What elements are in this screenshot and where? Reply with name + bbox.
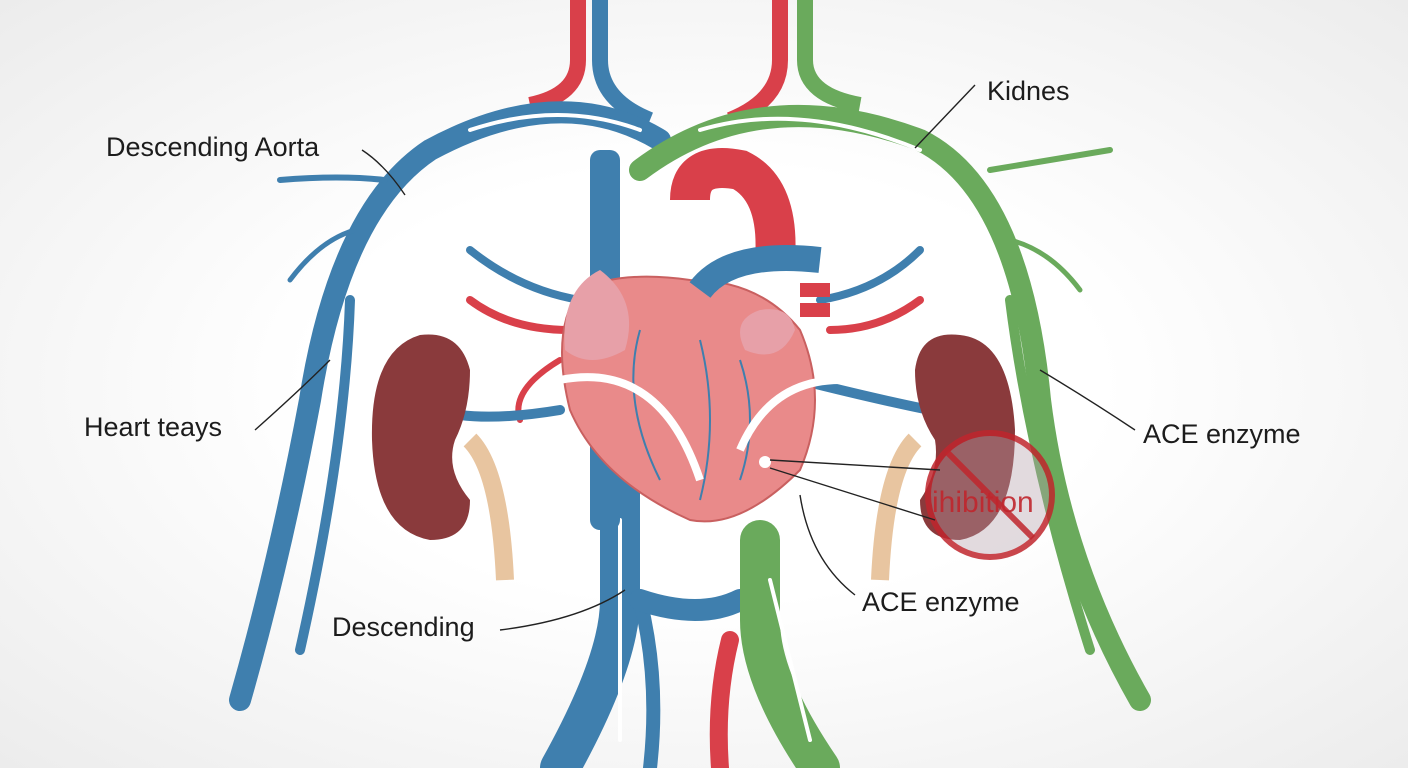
label-kidneys: Kidnes <box>987 76 1070 106</box>
top-vessels <box>528 0 862 128</box>
left-kidney <box>371 334 514 581</box>
label-heart-teays: Heart teays <box>84 412 223 442</box>
right-green-vessel <box>629 105 1151 711</box>
label-descending: Descending <box>332 612 475 642</box>
inhibition-icon <box>925 430 1055 560</box>
label-descending-aorta: Descending Aorta <box>106 132 320 162</box>
left-blue-vessel <box>229 101 671 711</box>
label-inhibition: ihibition <box>932 486 1034 519</box>
callout-lines <box>254 84 1136 631</box>
bottom-vessels <box>540 460 840 768</box>
label-ace-enzyme-bottom: ACE enzyme <box>862 587 1020 617</box>
heart <box>559 148 841 530</box>
lung-branches <box>455 246 935 423</box>
label-ace-enzyme-right: ACE enzyme <box>1143 419 1301 449</box>
